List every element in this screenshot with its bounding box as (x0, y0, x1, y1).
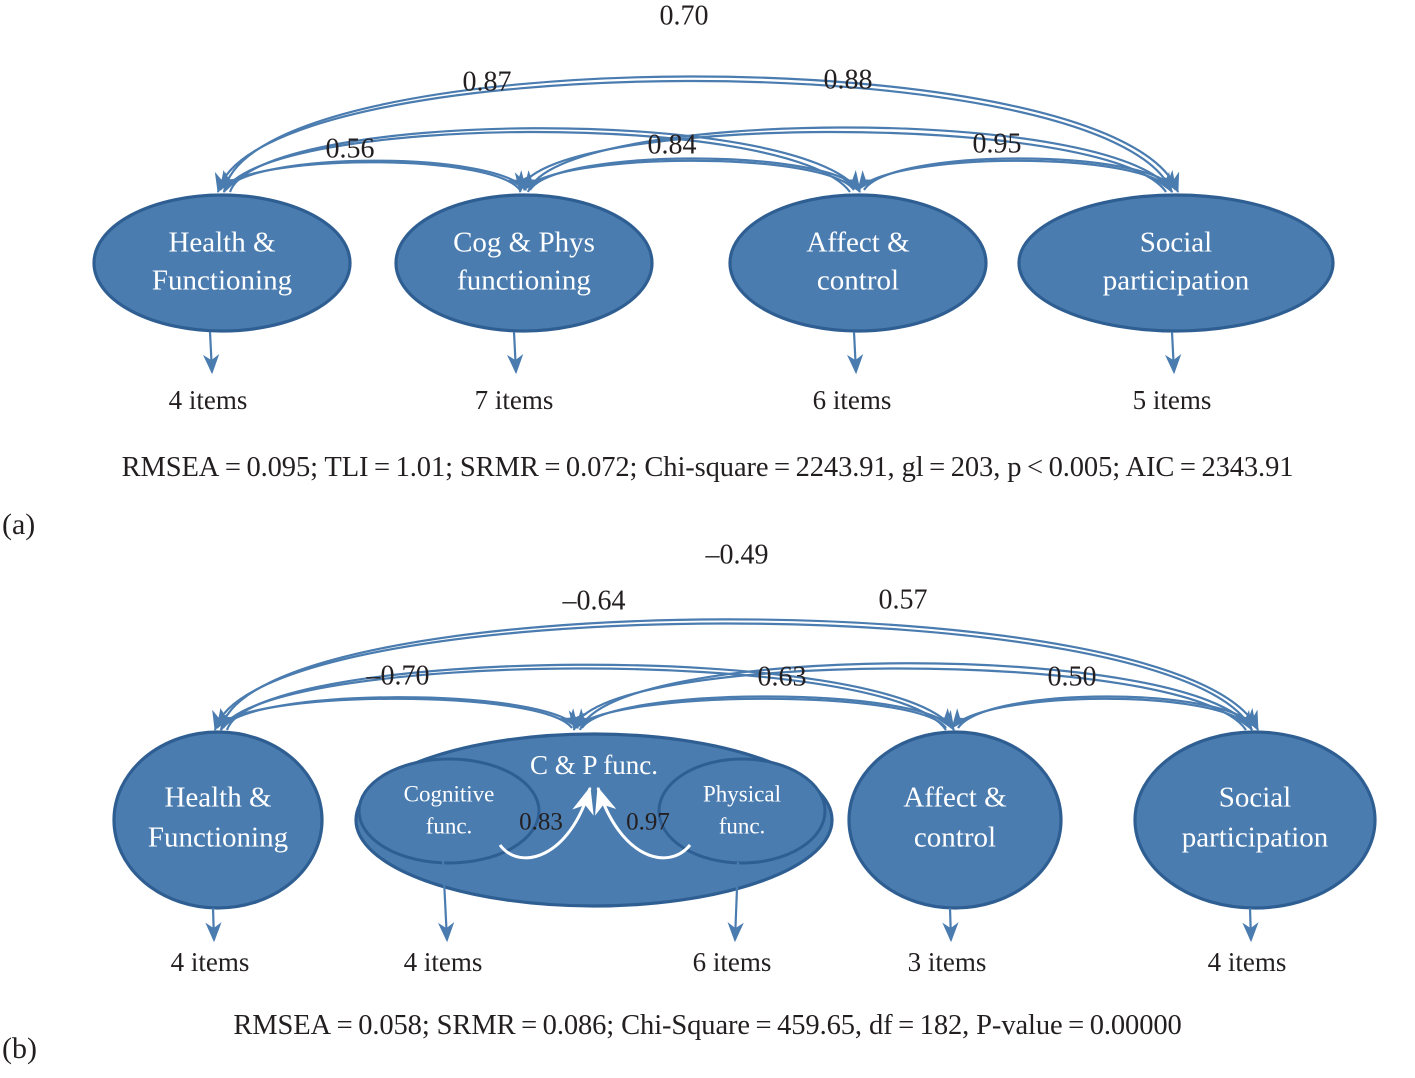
items-a-2: 6 items (813, 385, 892, 415)
stem-a-2 (846, 331, 864, 375)
coef-b-5: 0.50 (1048, 661, 1097, 692)
stem-b-2 (727, 861, 744, 943)
node-a-affect-control-line2: control (817, 265, 899, 297)
arc-a-sp-ac (857, 159, 1171, 191)
loading-b-0-label: 0.83 (519, 809, 563, 836)
stem-b-0 (205, 907, 222, 943)
arc-b-cpf-hf (216, 697, 573, 729)
items-b-4: 4 items (1208, 947, 1287, 977)
stem-b-1 (437, 859, 455, 943)
coef-a-4: 0.84 (648, 129, 697, 160)
loading-b-phy-to-cpf (595, 786, 692, 860)
node-a-cog-phys-functioning-line2: functioning (457, 265, 591, 297)
node-a-health-functioning[interactable] (92, 193, 352, 333)
arc-b-sp-ac (951, 697, 1251, 729)
stem-b-3 (942, 907, 959, 943)
node-a-cog-phys-functioning-line1: Cog & Phys (453, 227, 595, 259)
fit-statistics-panel-b: RMSEA = 0.058; SRMR = 0.086; Chi-Square … (233, 1010, 1182, 1041)
arc-a-cpf-sp (526, 126, 1173, 193)
loading-b-cog-to-cpf (498, 786, 594, 860)
items-b-3: 3 items (908, 947, 987, 977)
arc-a-hf-ac (228, 127, 861, 193)
arc-b-sp-cpf (568, 667, 1247, 732)
arc-a-sp-hf (214, 79, 1174, 194)
panel-a: 0.70 0.87 0.88 0.56 0.84 0.95 Health & F… (92, 0, 1335, 415)
items-b-0: 4 items (171, 947, 250, 977)
stem-a-0 (202, 331, 220, 375)
items-b-2: 6 items (693, 947, 772, 977)
coef-b-2: 0.57 (879, 584, 928, 615)
node-a-cog-phys-functioning[interactable] (394, 193, 654, 333)
arc-b-cpf-sp (578, 662, 1253, 731)
node-b-physical-func-line1: Physical (703, 781, 781, 806)
items-a-1: 7 items (475, 385, 554, 415)
panel-a-correlation-arcs (214, 75, 1180, 194)
items-b-1: 4 items (404, 947, 483, 977)
node-a-social-participation-line1: Social (1140, 227, 1213, 259)
arc-b-ac-cpf (575, 697, 947, 729)
node-b-health-functioning-line2: Functioning (148, 822, 288, 854)
node-a-health-functioning-line1: Health & (168, 227, 276, 259)
coef-a-3: 0.56 (326, 133, 375, 164)
arc-b-ac-hf (220, 667, 947, 731)
panel-b: –0.49 –0.64 0.57 –0.70 0.63 0.50 Health … (112, 539, 1377, 977)
arc-a-hf-cpf (225, 159, 527, 191)
arc-b-hf-cpf (222, 696, 579, 729)
node-b-physical-func[interactable] (657, 757, 827, 865)
coef-b-1: –0.64 (562, 585, 626, 616)
stem-b-4 (1242, 907, 1259, 943)
arc-b-sp-hf (212, 622, 1253, 732)
node-b-social-participation-line1: Social (1219, 782, 1292, 814)
node-b-physical-func-line2: func. (719, 813, 766, 838)
node-b-cognitive-func-line1: Cognitive (404, 781, 495, 806)
stem-a-3 (1164, 331, 1182, 375)
coef-b-3: –0.70 (366, 660, 430, 691)
stem-a-1 (506, 331, 524, 375)
coef-a-1: 0.87 (463, 66, 512, 97)
coef-a-5: 0.95 (973, 128, 1022, 159)
node-a-health-functioning-line2: Functioning (152, 265, 292, 297)
items-a-0: 4 items (169, 385, 248, 415)
arc-a-ac-cpf (523, 159, 855, 191)
coef-b-0: –0.49 (705, 539, 769, 570)
panel-b-correlation-arcs (212, 618, 1259, 732)
node-a-social-participation-line2: participation (1103, 265, 1250, 297)
panel-tag-a: (a) (2, 508, 36, 541)
loading-b-1-label: 0.97 (626, 809, 670, 836)
node-b-affect-control-line2: control (914, 822, 996, 854)
coef-a-2: 0.88 (824, 64, 873, 95)
node-b-cognitive-func-line2: func. (426, 813, 473, 838)
arc-a-cpf-hf (219, 161, 521, 191)
arc-a-cpf-ac (529, 157, 861, 191)
fit-statistics-panel-a: RMSEA = 0.095; TLI = 1.01; SRMR = 0.072;… (121, 452, 1294, 483)
node-a-affect-control[interactable] (728, 193, 988, 333)
items-a-3: 5 items (1133, 385, 1212, 415)
node-a-social-participation[interactable] (1017, 193, 1335, 333)
node-b-cp-func-label: C & P func. (530, 750, 658, 780)
node-b-cognitive-func[interactable] (357, 757, 541, 865)
node-a-affect-control-line1: Affect & (806, 227, 910, 259)
panel-tag-b: (b) (2, 1032, 37, 1065)
node-b-affect-control[interactable] (847, 730, 1063, 910)
coef-a-0: 0.70 (660, 0, 709, 31)
node-b-social-participation-line2: participation (1182, 822, 1329, 854)
arc-a-sp-cpf (514, 130, 1167, 194)
coef-b-4: 0.63 (758, 661, 807, 692)
arc-a-ac-hf (223, 130, 851, 193)
node-b-affect-control-line1: Affect & (903, 782, 1007, 814)
node-b-health-functioning[interactable] (112, 730, 324, 910)
node-b-social-participation[interactable] (1133, 730, 1377, 910)
node-b-health-functioning-line1: Health & (164, 782, 272, 814)
